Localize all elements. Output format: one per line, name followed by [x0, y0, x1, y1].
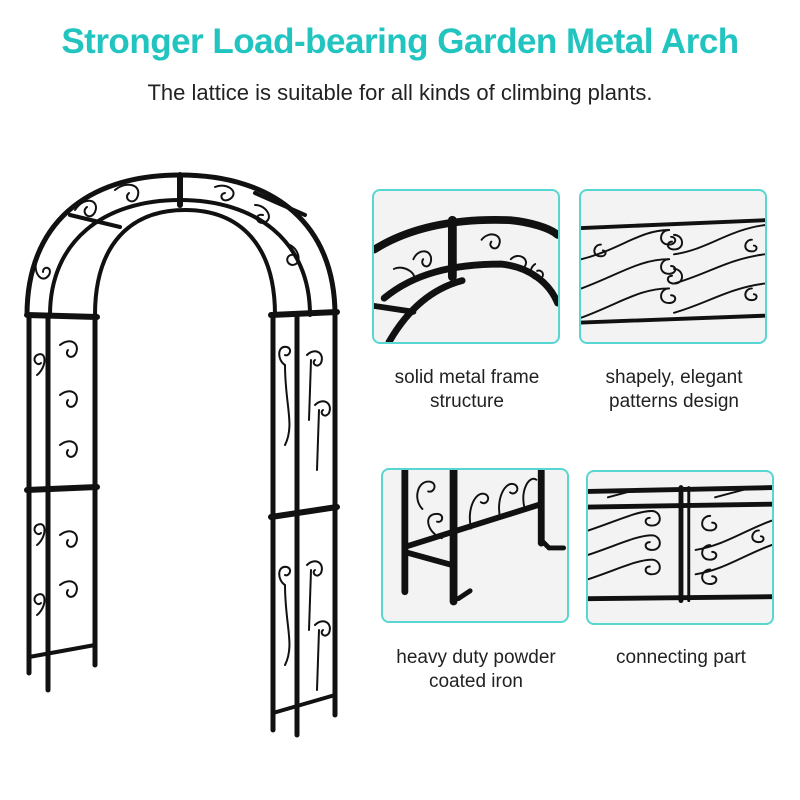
scroll-ornaments	[33, 183, 331, 691]
page-subtitle: The lattice is suitable for all kinds of…	[147, 80, 653, 105]
connector-detail-image	[588, 485, 772, 604]
feature-image-patterns	[579, 189, 767, 344]
feature-caption-patterns: shapely, elegant patterns design	[564, 366, 784, 414]
feature-caption-connecting-part: connecting part	[571, 646, 791, 670]
caption-line: patterns design	[609, 391, 739, 412]
caption-line: shapely, elegant	[605, 367, 743, 388]
feature-image-frame-structure	[372, 189, 560, 344]
caption-line: connecting part	[616, 647, 746, 668]
arch-frame	[24, 172, 340, 738]
feature-image-powder-coated	[381, 468, 569, 623]
scroll-pattern-detail-image	[581, 218, 765, 325]
arch-top-detail-image	[374, 215, 558, 342]
page-title: Stronger Load-bearing Garden Metal Arch	[61, 22, 739, 61]
caption-line: structure	[430, 391, 504, 412]
caption-line: solid metal frame	[394, 367, 540, 388]
feature-image-connecting-part	[586, 470, 774, 625]
caption-line: heavy duty powder	[396, 647, 556, 668]
feature-caption-powder-coated: heavy duty powder coated iron	[366, 646, 586, 694]
caption-line: coated iron	[428, 671, 523, 692]
arch-foot-detail-image	[401, 470, 567, 606]
arch-illustration	[24, 172, 340, 738]
feature-caption-frame-structure: solid metal frame structure	[357, 366, 577, 414]
